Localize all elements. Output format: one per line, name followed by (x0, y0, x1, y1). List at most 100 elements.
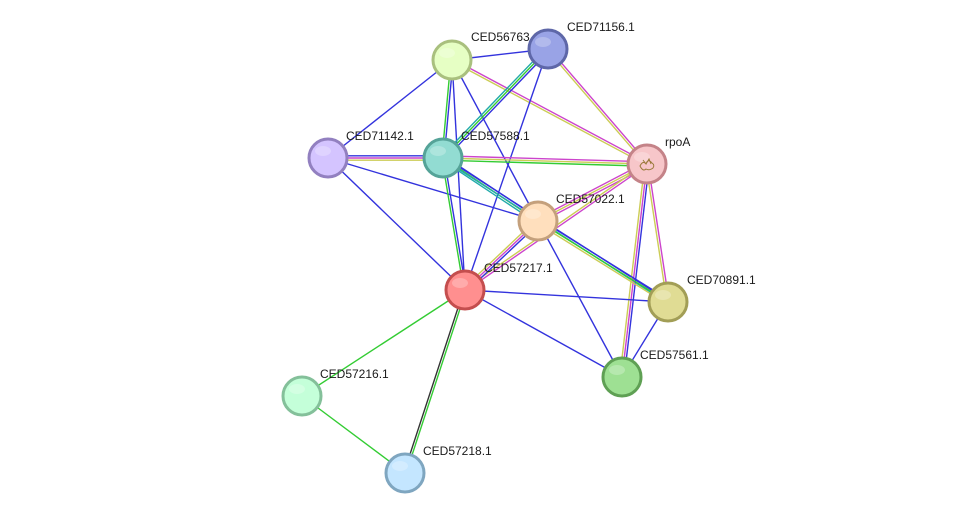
edge-line-yellow (451, 60, 647, 166)
edge-line-blue (327, 157, 539, 222)
edge-line-blue (451, 59, 466, 291)
edge-CED71142-CED57022[interactable] (327, 157, 539, 222)
edge-line-magenta (452, 58, 648, 164)
node-circle[interactable] (384, 452, 426, 494)
node-circle[interactable] (281, 375, 323, 417)
edge-CED57217-CED57561[interactable] (464, 289, 623, 378)
edge-line-green (442, 159, 647, 167)
node-label: CED57217.1 (484, 261, 553, 275)
node-circle[interactable] (601, 356, 643, 398)
edge-CED57217-CED57216[interactable] (301, 289, 466, 397)
edge-line-green (301, 289, 466, 397)
node-highlight (430, 146, 446, 156)
edge-rpoA-CED57561[interactable] (619, 163, 650, 378)
edge-CED57217-CED70891[interactable] (464, 289, 669, 303)
edge-CED71156-rpoA[interactable] (546, 47, 649, 166)
edge-line-blue (327, 157, 466, 291)
node-highlight (439, 48, 455, 58)
edge-CED56763-rpoA[interactable] (451, 58, 648, 166)
edge-line-blue (327, 59, 453, 159)
edge-CED57216-CED57218[interactable] (301, 395, 406, 474)
edge-CED56763-CED57217[interactable] (451, 59, 466, 291)
edge-line-blue (464, 289, 623, 378)
node-label: CED57561.1 (640, 348, 709, 362)
node-CED57216[interactable]: CED57216.1 (281, 367, 389, 417)
node-highlight (392, 461, 408, 471)
edge-CED57022-CED57561[interactable] (537, 220, 623, 378)
node-label: CED57218.1 (423, 444, 492, 458)
edge-line-green (537, 220, 669, 303)
node-CED57217[interactable]: CED57217.1 (444, 261, 553, 311)
node-highlight (634, 152, 650, 162)
protein-structure-icon (639, 157, 655, 171)
node-highlight (315, 146, 331, 156)
edge-line-teal (440, 46, 547, 157)
node-circle[interactable] (444, 269, 486, 311)
edge-CED57588-rpoA[interactable] (442, 155, 648, 167)
edge-line-magenta (443, 155, 648, 163)
node-CED71142[interactable]: CED71142.1 (307, 129, 414, 179)
node-label: CED57588.1 (461, 129, 530, 143)
edge-CED57588-CED57217[interactable] (441, 157, 467, 291)
node-highlight (655, 290, 671, 300)
edge-CED57022-CED70891[interactable] (536, 218, 670, 305)
node-circle[interactable] (647, 281, 689, 323)
edge-CED56763-CED57022[interactable] (451, 59, 539, 222)
node-highlight (535, 37, 551, 47)
edge-line-magenta (621, 163, 648, 378)
edge-line-magenta (548, 47, 649, 164)
edge-CED71156-CED57588[interactable] (440, 46, 551, 161)
node-circle[interactable] (517, 200, 559, 242)
edge-line-blue (537, 220, 623, 378)
node-circle[interactable] (527, 28, 569, 70)
node-circle[interactable] (626, 143, 668, 185)
node-CED71156[interactable]: CED71156.1 (527, 20, 635, 70)
edge-line-blue (451, 59, 539, 222)
edge-CED57217-CED57218[interactable] (403, 289, 467, 474)
edge-CED56763-CED71142[interactable] (327, 59, 453, 159)
node-CED57561[interactable]: CED57561.1 (601, 348, 709, 398)
edge-line-yellow (442, 157, 648, 165)
node-CED57218[interactable]: CED57218.1 (384, 444, 492, 494)
node-highlight (289, 384, 305, 394)
node-circle[interactable] (422, 137, 464, 179)
node-CED57588[interactable]: CED57588.1 (422, 129, 530, 179)
edge-line-yellow (645, 164, 668, 303)
node-label: CED70891.1 (687, 273, 756, 287)
node-label: CED71156.1 (567, 20, 635, 34)
node-label: CED71142.1 (346, 129, 414, 143)
node-circle[interactable] (431, 39, 473, 81)
edge-line-blue (623, 164, 650, 378)
edge-line-yellow (536, 222, 668, 305)
edge-line-yellow (619, 163, 646, 377)
edge-line-magenta (536, 161, 647, 220)
node-highlight (452, 278, 468, 288)
node-circle[interactable] (307, 137, 349, 179)
edge-line-blue (444, 50, 551, 161)
node-label: CED57216.1 (320, 367, 389, 381)
node-CED70891[interactable]: CED70891.1 (647, 273, 756, 323)
edge-line-green (442, 48, 549, 159)
edge-line-green (301, 395, 406, 474)
edge-CED71142-CED57217[interactable] (327, 157, 466, 291)
edge-line-black (403, 289, 465, 473)
edge-line-magenta (538, 165, 649, 224)
edge-line-green (405, 290, 467, 474)
edge-rpoA-CED57022[interactable] (536, 161, 649, 224)
edge-line-yellow (537, 163, 648, 222)
edge-line-yellow (546, 49, 647, 166)
edge-CED71156-CED57217[interactable] (464, 48, 549, 291)
edge-line-blue (443, 157, 467, 290)
edge-line-blue (538, 218, 670, 301)
edge-line-blue (464, 48, 549, 291)
node-CED57022[interactable]: CED57022.1 (517, 192, 625, 242)
node-highlight (525, 209, 541, 219)
edge-line-magenta (647, 163, 670, 302)
node-rpoA[interactable]: rpoA (626, 135, 690, 185)
edge-rpoA-CED70891[interactable] (645, 163, 670, 303)
edge-line-blue (464, 289, 669, 303)
node-label: CED57022.1 (556, 192, 625, 206)
node-CED56763[interactable]: CED56763.1 (431, 30, 540, 81)
